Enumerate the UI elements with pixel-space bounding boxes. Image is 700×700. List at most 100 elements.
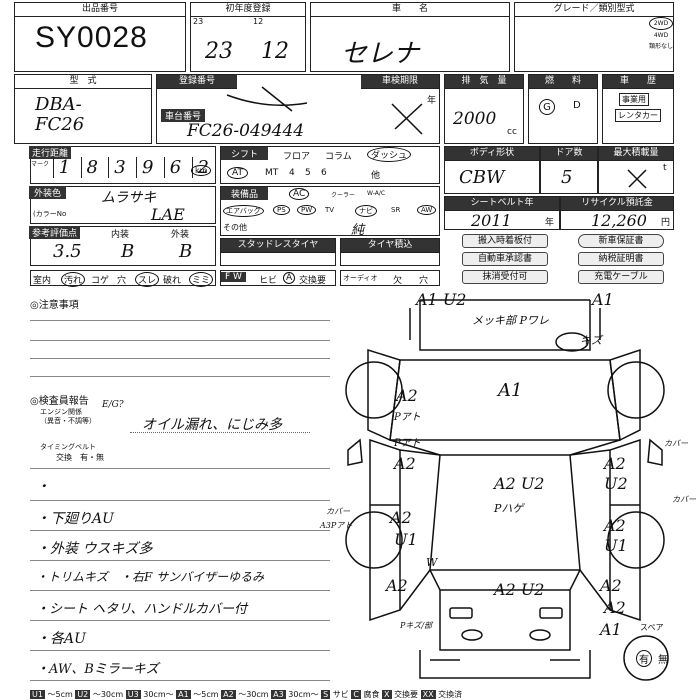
diag-mark: A2 — [386, 576, 408, 595]
equipment-label: 装備品 — [221, 187, 269, 200]
legend-item: U2 — [75, 690, 91, 699]
shift-label: シフト — [221, 147, 269, 160]
diag-mark: Pハゲ — [494, 502, 524, 515]
history-business: 事業用 — [619, 93, 649, 106]
interior-tear: 破れ — [163, 276, 182, 286]
legend-item: ～5cm — [193, 690, 219, 699]
model-box: 型 式 DBA-FC26 — [14, 74, 152, 144]
mileage-label: 走行距離 — [29, 146, 72, 159]
inspector-line: ・外装 ウスキズ多 — [36, 541, 153, 557]
grades-interior-value: B — [121, 241, 135, 262]
engine-value: オイル漏れ、にじみ多 — [142, 417, 283, 433]
exterior-box: 外装色 ムラサキ (カラーNo LAE — [29, 186, 216, 224]
equip-ac: AC — [289, 188, 310, 200]
grades-box: 参考評価点 内装 外装 3.5 B B — [29, 226, 216, 266]
displacement-header: 排 気 量 — [445, 75, 523, 89]
interior-row-label: 室内 — [33, 276, 52, 286]
shift-mt: MT — [265, 168, 279, 178]
exterior-value: ムラサキ — [101, 190, 157, 206]
equip-pw: PW — [297, 205, 317, 215]
legend-item: 30cm～ — [143, 690, 174, 699]
capacity-header: 最大積載量 — [599, 147, 673, 161]
legend-item: XX — [420, 690, 436, 699]
reg-box: 登録番号 車検期限 車台番号 FC26-049444 年 — [156, 74, 440, 144]
diag-mark: A2 — [604, 516, 626, 535]
diag-mark: カバー — [326, 507, 350, 516]
shift-4: 4 — [289, 168, 295, 178]
equip-other-label: その他 — [223, 223, 247, 232]
timing-options: 交換 有・無 — [56, 453, 104, 462]
audio-missing: 欠 — [393, 276, 403, 286]
mileage-digit: 9 — [136, 157, 158, 178]
reg-label: 登録番号 — [178, 76, 215, 86]
spare-label: スペア — [640, 623, 664, 632]
diag-mark: A2 U2 — [494, 580, 545, 599]
legend-item: 30cm～ — [288, 690, 319, 699]
capacity-unit: t — [663, 163, 667, 173]
diag-mark: キズ — [580, 334, 602, 347]
legend-item: ～30cm — [92, 690, 124, 699]
seatbelt-unit: 年 — [545, 218, 555, 228]
mileage-digits: 1 8 3 9 6 2 — [53, 157, 214, 178]
inspector-line: ・トリムキズ ・右F サンバイザーゆるみ — [36, 570, 265, 584]
legend-item: A1 — [176, 690, 191, 699]
tire-header: タイヤ積込 — [341, 239, 439, 253]
studless-box: スタッドレスタイヤ — [220, 238, 336, 266]
timing-label: タイミングベルト — [40, 443, 96, 451]
shift-box: シフト フロア コラム ダッシュ AT MT 4 5 6 他 — [220, 146, 440, 184]
lot-number: SY0028 — [35, 21, 148, 54]
legend-item: A2 — [221, 690, 236, 699]
history-header: 車 歴 — [603, 75, 673, 89]
body-header: ボディ形状 — [445, 147, 539, 161]
fuel-g: G — [539, 99, 555, 115]
fw-crack: ヒビ — [259, 276, 278, 286]
diag-mark: A3Pアト — [320, 521, 353, 530]
shift-6: 6 — [321, 168, 327, 178]
first-reg-month: 12 — [253, 17, 264, 26]
exterior-code: LAE — [151, 205, 185, 224]
shift-floor: フロア — [283, 152, 311, 162]
shift-5: 5 — [305, 168, 311, 178]
audio-label: オーディオ — [343, 274, 378, 282]
legend-item: A3 — [271, 690, 286, 699]
reg-cross-icon — [226, 86, 308, 112]
capacity-cross-icon — [627, 169, 647, 189]
engine-line — [130, 432, 310, 433]
reg-header: 登録番号 — [157, 75, 237, 89]
model-header: 型 式 — [15, 75, 151, 89]
inspection-header: 車検期限 — [361, 75, 439, 89]
fuel-box: 燃 料 G D — [528, 74, 598, 144]
inspection-unit: 年 — [427, 96, 437, 106]
equip-aw: AW — [417, 205, 437, 215]
car-name-box: 車 名 セレナ — [310, 2, 510, 72]
shift-dash: ダッシュ — [367, 147, 412, 162]
first-reg-hw-year: 23 — [205, 39, 233, 64]
history-box: 車 歴 事業用 レンタカー — [602, 74, 674, 144]
diag-mark: A1 — [592, 290, 614, 309]
equip-other-value: 純 — [351, 223, 365, 238]
inspector-rule — [30, 530, 330, 531]
mileage-box: 走行距離 マーク 1 8 3 9 6 2 km — [29, 146, 216, 184]
first-reg-box: 初年度登録 23 12 23 12 — [190, 2, 306, 72]
diag-mark: A1 — [498, 380, 523, 401]
diag-mark: A2 — [396, 386, 418, 405]
spare-yes: 有 — [636, 650, 652, 667]
fw-a: A — [283, 272, 296, 284]
equip-airbag: エアバッグ — [223, 205, 264, 217]
inspector-rule — [30, 650, 330, 651]
displacement-unit: cc — [507, 127, 517, 137]
fw-label: F W — [221, 272, 246, 282]
shift-other: 他 — [371, 171, 381, 181]
grades-exterior-value: B — [179, 241, 193, 262]
notes-line — [30, 376, 330, 377]
shift-at: AT — [227, 167, 248, 179]
diag-mark: U2 — [604, 474, 628, 493]
diag-mark: A2 U2 — [494, 474, 545, 493]
displacement-box: 排 気 量 2000 cc — [444, 74, 524, 144]
inspector-rule — [30, 620, 330, 621]
diag-mark: Pキズ/部 — [400, 621, 433, 630]
audio-hole: 穴 — [419, 276, 429, 286]
doc-charge-cable: 充電ケーブル — [578, 270, 664, 284]
legend-item: 腐食 — [363, 690, 380, 699]
legend-item: ～30cm — [238, 690, 269, 699]
